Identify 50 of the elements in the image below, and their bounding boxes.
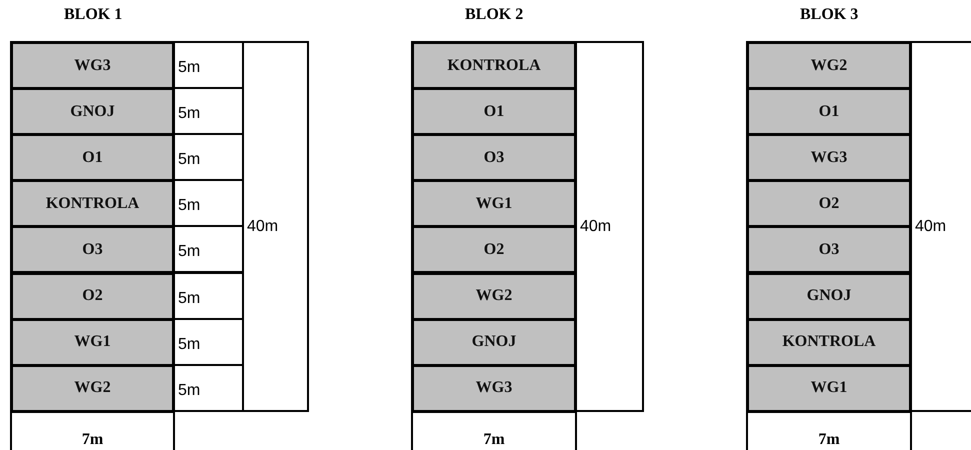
plot-box (746, 272, 912, 321)
dimension-cell (910, 41, 971, 412)
plot-box (411, 225, 577, 274)
plot-box (10, 225, 175, 274)
plot-box (411, 272, 577, 321)
plot-label: GNOJ (70, 102, 115, 121)
plot-label: WG1 (476, 194, 512, 213)
plot-label: WG1 (74, 333, 111, 352)
block-heading: BLOK 2 (465, 6, 524, 24)
plot-label: O1 (484, 102, 504, 121)
plot-label: O3 (82, 240, 103, 259)
plot-label: O3 (818, 240, 840, 259)
plot-label: O2 (484, 240, 504, 259)
dimension-cell (575, 41, 644, 412)
dimension-label: 40m (247, 218, 278, 236)
plot-label: KONTROLA (782, 333, 876, 352)
plot-label: O3 (484, 148, 504, 167)
plot-label: WG2 (476, 287, 512, 306)
plot-label: O1 (82, 148, 103, 167)
plot-box (10, 272, 175, 321)
plot-label: GNOJ (472, 333, 516, 352)
dimension-label: 5m (178, 105, 200, 124)
plot-label: WG2 (810, 56, 848, 75)
dimension-label: 7m (82, 431, 104, 449)
plot-label: WG2 (74, 379, 111, 398)
dimension-label: 5m (178, 382, 200, 400)
dimension-label: 40m (580, 218, 612, 236)
dimension-label: 5m (178, 336, 200, 354)
dimension-label: 7m (483, 431, 505, 449)
dimension-label: 5m (178, 59, 200, 78)
block-heading: BLOK 3 (800, 6, 858, 24)
dimension-label: 40m (915, 218, 946, 236)
plot-label: GNOJ (806, 287, 852, 306)
dimension-label: 5m (178, 290, 200, 308)
dimension-label: 5m (178, 197, 200, 216)
dimension-cell (242, 41, 309, 412)
plot-label: KONTROLA (46, 194, 140, 213)
dimension-label: 5m (178, 151, 200, 170)
dimension-label: 5m (178, 243, 200, 262)
dimension-label: 7m (818, 431, 840, 449)
plot-label: O2 (82, 287, 103, 306)
plot-label: WG3 (74, 56, 111, 75)
plot-label: KONTROLA (447, 56, 541, 75)
block-heading: BLOK 1 (64, 6, 122, 24)
plot-label: WG1 (810, 379, 848, 398)
plot-label: WG3 (810, 148, 848, 167)
plot-label: WG3 (476, 379, 512, 398)
plot-label: O1 (818, 102, 840, 121)
plot-label: O2 (818, 194, 840, 213)
plot-box (746, 225, 912, 274)
